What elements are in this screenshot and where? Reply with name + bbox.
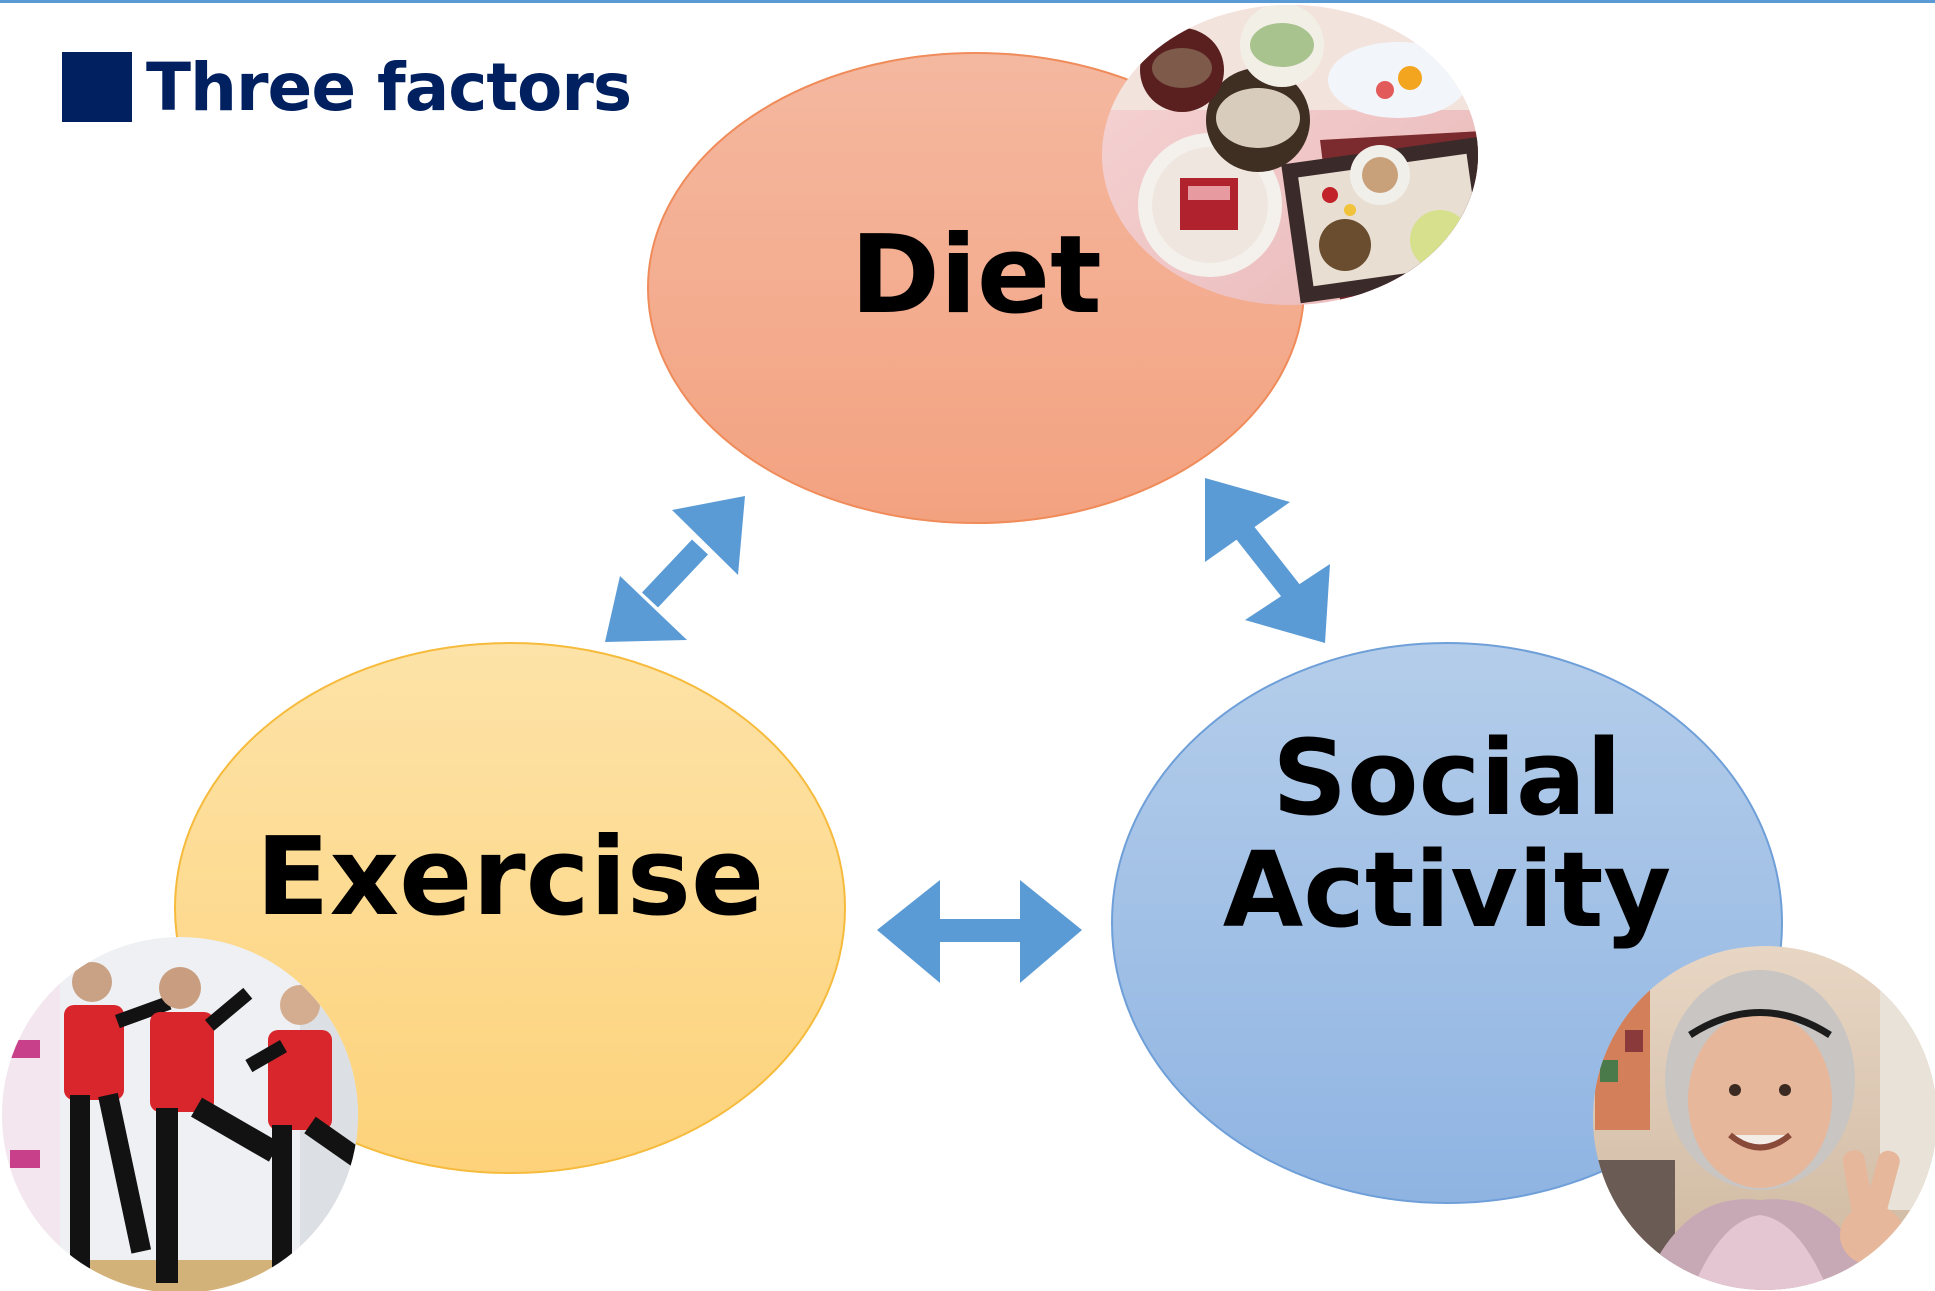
social-activity-label-line2: Activity <box>1222 829 1672 952</box>
diet-label: Diet <box>850 213 1102 338</box>
exercise-circle <box>174 642 846 1174</box>
elderly-woman-photo <box>1593 946 1935 1290</box>
arrow-diet-exercise <box>605 496 745 642</box>
social-activity-label-line1: Social <box>1272 717 1622 839</box>
arrow-exercise-social <box>877 880 1082 983</box>
slide-heading: Three factors <box>62 48 632 126</box>
food-photo <box>1102 5 1478 305</box>
top-rule <box>0 0 1935 3</box>
arrow-diet-social <box>1205 478 1330 643</box>
exercise-label: Exercise <box>255 815 765 940</box>
slide-title: Three factors <box>146 48 632 126</box>
heading-bullet-square <box>62 52 132 122</box>
social-activity-label: Social Activity <box>1187 722 1707 947</box>
